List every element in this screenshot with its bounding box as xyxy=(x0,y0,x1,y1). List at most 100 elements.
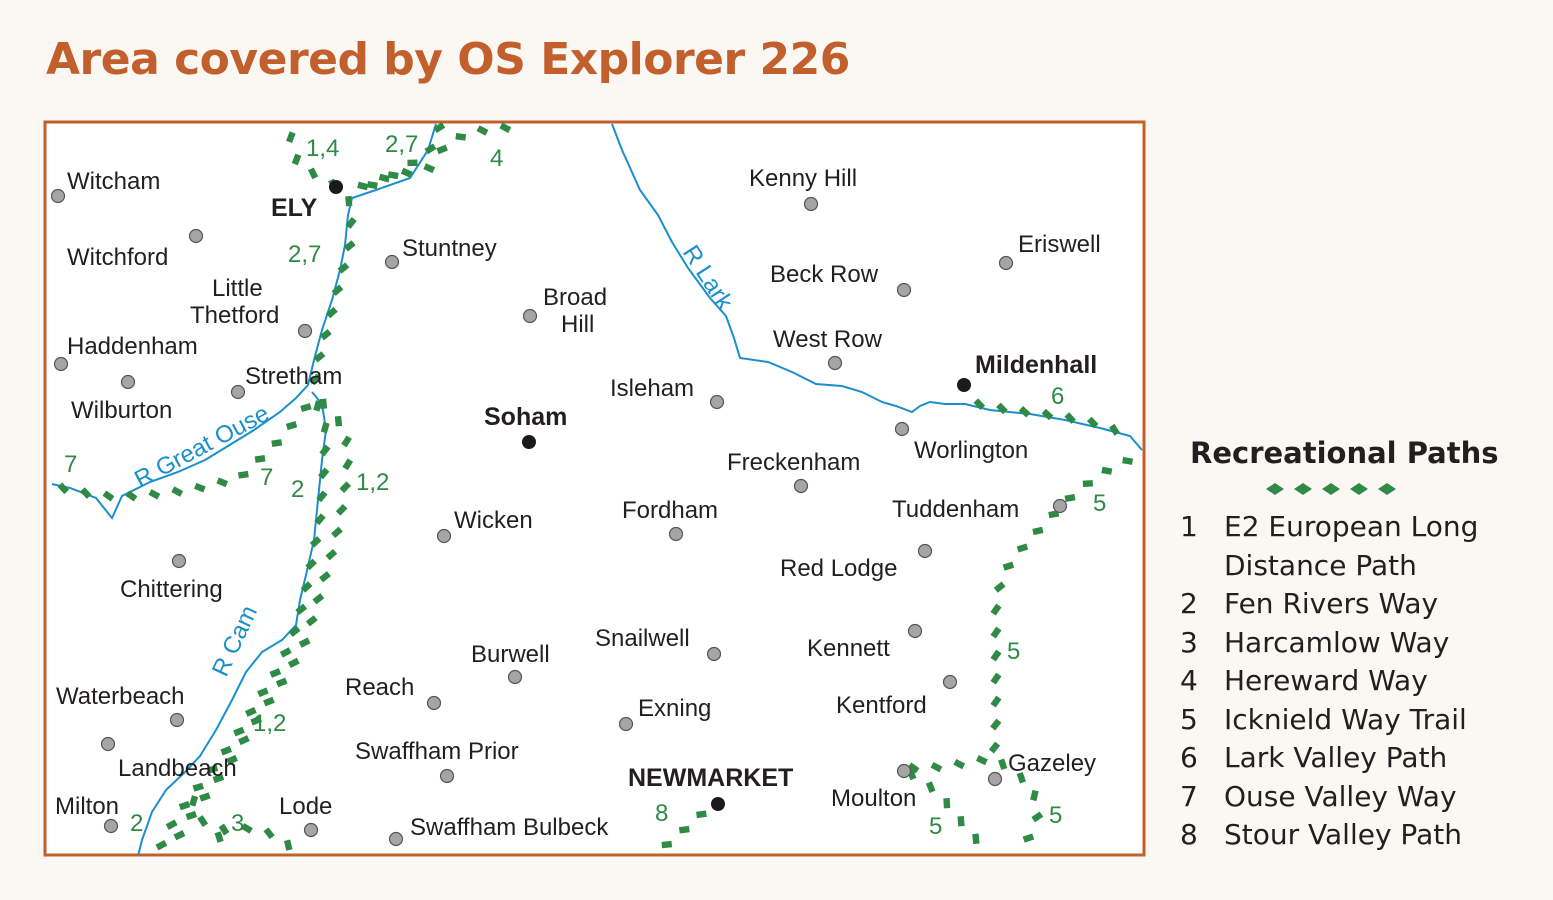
path-harcamlow-marker xyxy=(218,823,230,836)
dots-layer xyxy=(50,180,1068,847)
path-hereward-north-marker xyxy=(436,144,448,155)
path-ouse-valley-west-marker xyxy=(194,482,206,493)
path-icknield-loop-marker xyxy=(1030,789,1039,802)
place-label-swaffham-prior: Swaffham Prior xyxy=(355,738,519,765)
path-number-label: 5 xyxy=(929,813,942,840)
place-dot-gazeley xyxy=(987,771,1003,787)
place-label-stuntney: Stuntney xyxy=(402,235,497,262)
path-number-label: 4 xyxy=(490,145,503,172)
place-dot-tuddenham xyxy=(1052,498,1068,514)
path-icknield-loop-marker xyxy=(930,761,943,773)
legend-item-name: Icknield Way Trail xyxy=(1224,702,1467,736)
path-icknield-north-marker xyxy=(1032,526,1044,536)
place-label-wilburton: Wilburton xyxy=(71,397,172,424)
place-label-snailwell: Snailwell xyxy=(595,625,690,652)
town-dot-mildenhall xyxy=(957,378,971,392)
place-dot-thetford xyxy=(297,323,313,339)
legend-item-name: Distance Path xyxy=(1224,548,1417,582)
path-icknield-north-marker xyxy=(993,581,1006,593)
path-fen-rivers-south-b-marker xyxy=(185,810,198,821)
path-icknield-north-marker xyxy=(1082,480,1094,488)
place-dot-eriswell xyxy=(998,255,1014,271)
path-fen-rivers-south-a-marker xyxy=(155,840,168,851)
legend-item-name: E2 European Long xyxy=(1224,510,1479,543)
place-label-swaffham-bulbeck: Swaffham Bulbeck xyxy=(410,814,609,841)
path-number-label: 1,2 xyxy=(356,469,389,496)
town-label-newmarket: NEWMARKET xyxy=(628,764,793,792)
path-ely-north-marker xyxy=(433,122,446,133)
path-harcamlow-marker xyxy=(240,823,253,834)
path-fen-rivers-south-b-marker xyxy=(325,548,338,561)
place-label-witcham: Witcham xyxy=(67,168,160,195)
place-label-witchford: Witchford xyxy=(67,244,168,271)
path-ely-north-marker xyxy=(407,159,418,167)
path-fen-rivers-south-a-marker xyxy=(313,400,323,412)
town-label-mildenhall: Mildenhall xyxy=(975,351,1097,379)
path-fen-rivers-south-b-marker xyxy=(334,415,343,427)
legend-item: Distance Path xyxy=(1178,547,1538,586)
legend-item: 1 E2 European Long xyxy=(1178,508,1538,547)
place-dot-freckenham xyxy=(793,478,809,494)
place-dot-milton xyxy=(103,818,119,834)
path-fen-rivers-ely-marker xyxy=(343,240,356,252)
path-icknield-loop-marker xyxy=(1022,833,1035,843)
paths-layer xyxy=(57,122,1134,851)
legend-item-number: 1 xyxy=(1180,510,1198,543)
place-label-waterbeach: Waterbeach xyxy=(56,683,185,710)
place-dot-beck-row xyxy=(896,282,912,298)
place-label-worlington: Worlington xyxy=(914,437,1028,464)
path-icknield-north-marker xyxy=(1016,543,1029,553)
path-icknield-north-marker xyxy=(990,626,1002,639)
path-ely-north-marker xyxy=(387,171,399,180)
path-fen-rivers-ely-marker xyxy=(308,167,319,180)
place-label-west-row: West Row xyxy=(773,326,883,353)
place-dot-snailwell xyxy=(706,646,722,662)
path-fen-rivers-south-a-marker xyxy=(178,801,191,811)
place-label-chittering: Chittering xyxy=(120,576,223,603)
legend-item-number: 6 xyxy=(1180,741,1198,774)
path-fen-rivers-ely-marker xyxy=(309,373,322,386)
path-fen-rivers-south-b-marker xyxy=(199,792,211,802)
path-number-label: 8 xyxy=(655,800,668,827)
place-dot-lode xyxy=(303,822,319,838)
path-fen-rivers-south-a-marker xyxy=(320,421,330,434)
path-harcamlow-marker xyxy=(283,839,293,851)
path-fen-rivers-south-a-marker xyxy=(314,513,326,526)
path-icknield-loop-marker xyxy=(1031,811,1044,823)
legend-item-number: 3 xyxy=(1180,625,1198,659)
path-fen-rivers-south-b-marker xyxy=(342,458,354,471)
path-hereward-north-marker xyxy=(378,173,391,183)
place-dot-wicken xyxy=(436,528,452,544)
legend-item-name: Hereward Way xyxy=(1224,664,1428,697)
place-label-red-lodge: Red Lodge xyxy=(780,555,897,582)
path-lark-valley-marker xyxy=(1041,408,1054,421)
place-dot-moulton xyxy=(896,763,912,779)
place-label-hill: Hill xyxy=(561,311,594,338)
path-fen-rivers-south-b-marker xyxy=(339,481,352,493)
path-fen-rivers-ely-marker xyxy=(325,306,338,319)
path-harcamlow-marker xyxy=(189,795,199,807)
r-cam-line xyxy=(137,391,328,855)
legend-item-number: 7 xyxy=(1180,779,1198,813)
path-hereward-north-marker xyxy=(476,125,489,136)
path-icknield-loop-marker xyxy=(998,758,1008,771)
place-label-burwell: Burwell xyxy=(471,641,550,668)
path-fen-rivers-south-b-marker xyxy=(226,754,238,765)
path-number-label: 5 xyxy=(1093,490,1106,517)
path-lark-valley-marker xyxy=(1064,412,1076,424)
path-icknield-loop-marker xyxy=(907,762,920,774)
place-label-kentford: Kentford xyxy=(836,692,927,719)
place-dot-stretham xyxy=(230,384,246,400)
path-fen-rivers-south-a-marker xyxy=(269,668,282,678)
place-label-milton: Milton xyxy=(55,793,119,820)
place-dot-waterbeach xyxy=(169,712,185,728)
path-number-label: 2,7 xyxy=(385,131,418,158)
path-ouse-valley-west-marker xyxy=(216,477,229,488)
path-hereward-north-marker xyxy=(400,167,413,178)
path-hereward-north-marker xyxy=(357,181,369,191)
path-fen-rivers-south-a-marker xyxy=(316,490,328,503)
